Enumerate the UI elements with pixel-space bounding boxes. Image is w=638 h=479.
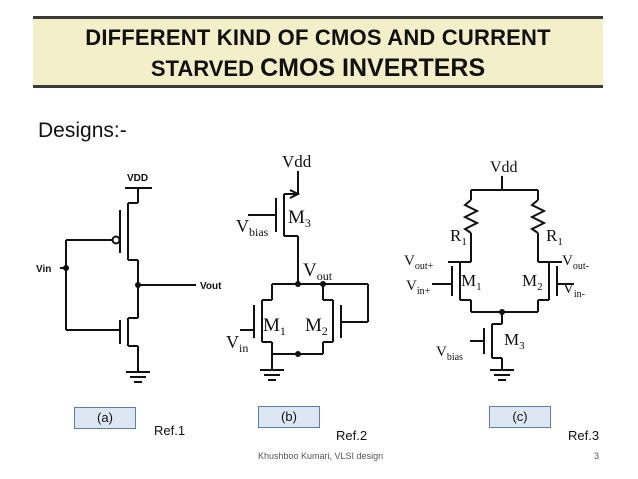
circuit-c-vinp-letter: V — [406, 278, 417, 294]
slide-title-box: DIFFERENT KIND OF CMOS AND CURRENT STARV… — [33, 16, 603, 88]
circuit-c-vinm-letter: V — [563, 281, 574, 297]
circuit-b-m2-node — [320, 281, 326, 287]
circuit-c-voutm-sub: out- — [573, 261, 589, 272]
circuit-c-vbias: Vbias — [436, 344, 463, 363]
circuit-b-vbias-letter: V — [236, 216, 249, 236]
footer-page-number: 3 — [594, 451, 600, 461]
circuit-c-r1-left-letter: R — [450, 226, 462, 245]
circuit-c-wires — [432, 176, 574, 381]
circuit-a-labels: VDD Vin Vout — [36, 173, 222, 292]
circuit-c-m1: M1 — [461, 271, 482, 293]
circuit-b-output-node — [295, 281, 301, 287]
title-line-2-end: CMOS INVERTERS — [260, 54, 486, 82]
circuit-a-wires — [60, 187, 196, 383]
circuit-b-ref: Ref.2 — [336, 428, 368, 443]
circuit-c-r1-right-sub: 1 — [557, 236, 563, 248]
footer-author: Khushboo Kumari, VLSI design — [258, 451, 384, 461]
circuit-c-r1-left-sub: 1 — [461, 236, 467, 248]
circuit-c-voutm-letter: V — [562, 253, 573, 269]
circuit-a-ref: Ref.1 — [154, 423, 186, 438]
circuit-b-m3-letter: M — [288, 207, 305, 228]
circuit-b-vout-sub: out — [317, 269, 333, 283]
circuit-c-label: (c) — [489, 406, 551, 428]
circuit-b-m2-letter: M — [305, 315, 322, 336]
circuit-b-vin-letter: V — [226, 332, 239, 352]
circuit-c-m3: M3 — [504, 330, 525, 352]
circuit-b-vbias: Vbias — [236, 216, 269, 239]
title-line-2: STARVED CMOS INVERTERS — [33, 54, 603, 83]
circuit-c-voutp: Vout+ — [404, 253, 434, 272]
circuit-c-vbias-sub: bias — [447, 352, 463, 363]
circuit-b-vbias-sub: bias — [249, 225, 269, 239]
circuit-b-vout-letter: V — [303, 260, 317, 281]
circuit-c-m1-letter: M — [461, 271, 476, 290]
circuit-c-m1-sub: 1 — [476, 281, 482, 293]
title-line-1: DIFFERENT KIND OF CMOS AND CURRENT — [85, 25, 551, 50]
circuit-c-m2-sub: 2 — [537, 281, 543, 293]
circuit-c-labels: Vdd R1 R1 Vout+ Vout- Vin+ Vin- M1 M2 M3… — [404, 159, 589, 363]
circuit-c-vdd: Vdd — [490, 159, 518, 176]
circuit-b-vdd: Vdd — [282, 152, 312, 171]
circuit-c-m3-sub: 3 — [519, 340, 525, 352]
circuit-c-voutp-letter: V — [404, 253, 415, 269]
circuit-c-voutm: Vout- — [562, 253, 589, 272]
circuit-a-vout: Vout — [200, 281, 222, 292]
circuit-b-m3: M3 — [288, 207, 311, 230]
node-dots — [63, 265, 505, 357]
circuit-b-vin-sub: in — [239, 341, 248, 355]
title-line-2-start: STARVED — [150, 56, 254, 81]
circuit-c-vinm: Vin- — [563, 281, 585, 300]
circuit-a-output-node — [135, 282, 141, 288]
circuit-c-vinp-sub: in+ — [417, 286, 431, 297]
designs-heading: Designs:- — [38, 119, 127, 142]
circuit-c-m2-letter: M — [522, 271, 537, 290]
circuit-c-m3-letter: M — [504, 330, 519, 349]
circuit-b-labels: Vdd M3 Vbias Vout M1 M2 Vin — [226, 152, 333, 355]
circuit-b-m2-sub: 2 — [322, 324, 328, 338]
circuit-c-tail-node — [499, 309, 505, 315]
circuit-a-label: (a) — [74, 407, 136, 429]
circuit-b-vin: Vin — [226, 332, 248, 355]
circuit-c-r1-right: R1 — [546, 226, 563, 248]
circuit-a-vdd: VDD — [127, 173, 148, 184]
circuit-a-input-node — [63, 265, 69, 271]
circuit-c-r1-right-letter: R — [546, 226, 558, 245]
circuit-c-voutp-sub: out+ — [415, 261, 434, 272]
circuit-c-m2: M2 — [522, 271, 543, 293]
circuit-c-r1-left: R1 — [450, 226, 467, 248]
circuit-b-m2: M2 — [305, 315, 328, 338]
circuit-b-m3-sub: 3 — [305, 216, 311, 230]
circuit-b-m1-letter: M — [263, 315, 280, 336]
circuit-a-vin: Vin — [36, 264, 51, 275]
circuit-c-ref: Ref.3 — [568, 428, 600, 443]
circuit-b-m1-sub: 1 — [280, 324, 286, 338]
circuit-c-vinm-sub: in- — [574, 289, 585, 300]
circuit-b-m1: M1 — [263, 315, 286, 338]
circuit-b-ground-node — [295, 351, 301, 357]
circuit-c-vinp: Vin+ — [406, 278, 431, 297]
circuit-b-vout: Vout — [303, 260, 333, 283]
circuit-c-vbias-letter: V — [436, 344, 447, 360]
circuit-b-label: (b) — [258, 406, 320, 428]
